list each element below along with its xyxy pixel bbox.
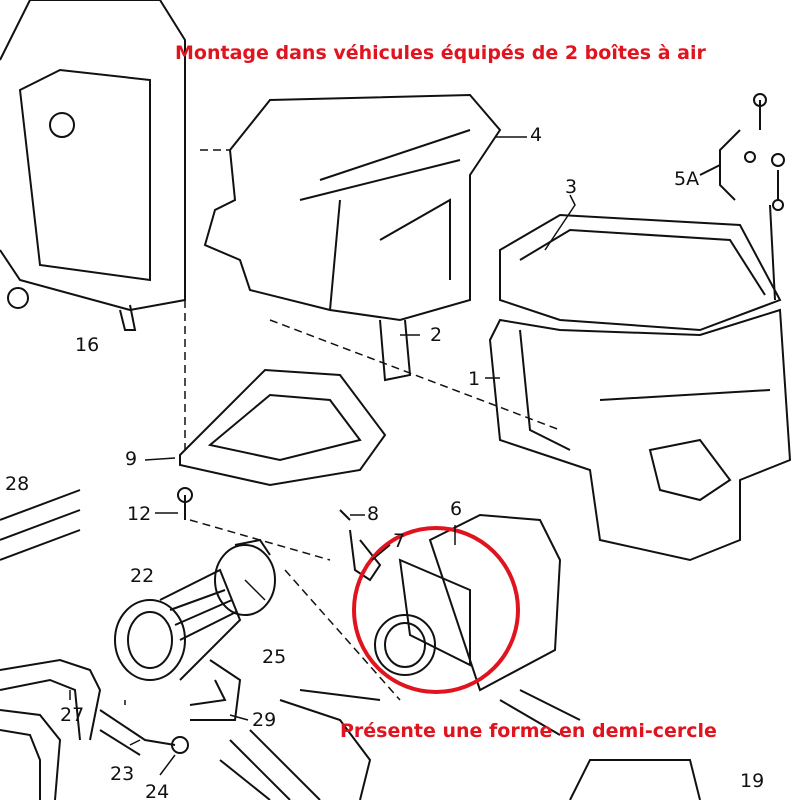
part-28-clips (0, 489, 81, 561)
label-part-22: 22 (130, 565, 155, 587)
label-part-6: 6 (450, 498, 463, 520)
part-3-lid (499, 213, 782, 332)
label-part-24: 24 (145, 781, 170, 800)
highlight-circle (352, 526, 520, 694)
part-22-hose (114, 599, 186, 681)
label-part-19: 19 (740, 770, 765, 792)
label-part-1: 1 (468, 368, 481, 390)
part-6-housing (428, 513, 562, 692)
label-part-27: 27 (60, 704, 85, 726)
part-1-airbox-lower (488, 308, 792, 562)
part-29-hose (189, 659, 242, 721)
label-part-2: 2 (430, 324, 443, 346)
part-9-plate (179, 368, 387, 487)
label-part-16: 16 (75, 334, 100, 356)
part-27-hose (0, 658, 102, 741)
label-part-7: 7 (393, 530, 406, 552)
label-part-12: 12 (127, 503, 152, 525)
label-part-5a: 5A (674, 168, 700, 190)
part-2-airbox-upper (203, 93, 502, 322)
annotation-note: Présente une forme en demi-cercle (340, 720, 717, 742)
label-part-23: 23 (110, 763, 135, 785)
label-part-8: 8 (367, 503, 380, 525)
label-part-25: 25 (262, 646, 287, 668)
label-part-28: 28 (5, 473, 30, 495)
part-16-panel (0, 0, 186, 312)
diagram-title: Montage dans véhicules équipés de 2 boît… (175, 42, 706, 64)
label-part-9: 9 (125, 448, 138, 470)
label-part-29: 29 (252, 709, 277, 731)
label-part-4: 4 (530, 124, 543, 146)
label-part-3: 3 (565, 176, 578, 198)
